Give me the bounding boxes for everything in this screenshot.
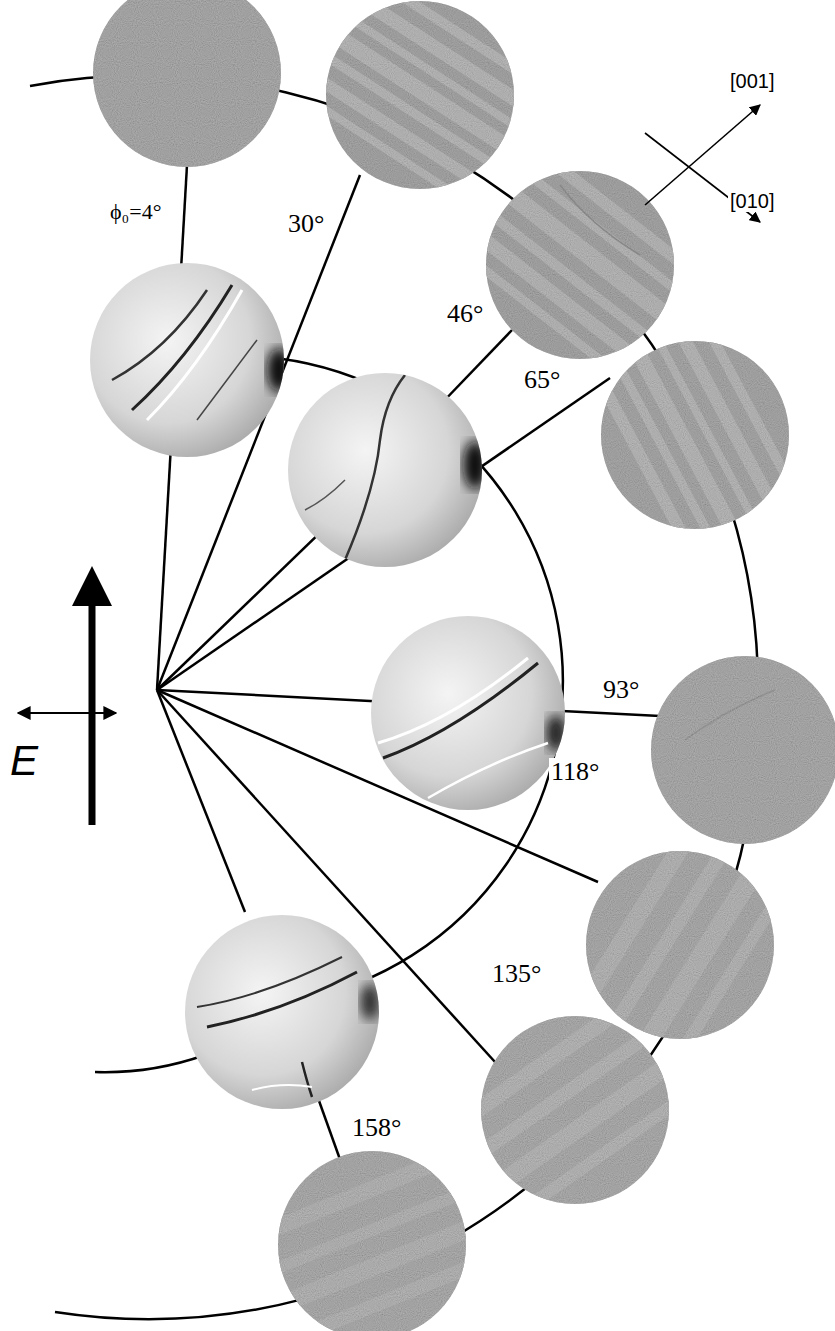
axis-label: [010] <box>728 190 776 212</box>
angle-label: 65° <box>522 366 562 395</box>
angle-label: ϕ₀=4° <box>108 200 163 224</box>
domain-image <box>89 262 291 458</box>
field-label: E <box>8 738 40 784</box>
arc-lines <box>30 76 758 1320</box>
angle-label: 93° <box>601 676 641 705</box>
angle-label: 158° <box>350 1114 403 1143</box>
micrograph <box>573 280 819 588</box>
domain-image <box>184 914 380 1110</box>
angle-label: 118° <box>549 758 601 787</box>
domain-image <box>287 372 487 568</box>
micrograph <box>650 655 835 845</box>
axis-label: [001] <box>728 70 776 92</box>
domain-image <box>370 615 566 811</box>
micrograph <box>92 0 282 168</box>
angle-label: 30° <box>286 210 326 239</box>
angle-label: 46° <box>445 300 485 329</box>
micrograph <box>220 1137 526 1331</box>
field-arrows <box>18 566 116 825</box>
angle-label: 135° <box>490 960 543 989</box>
micrograph <box>424 977 723 1238</box>
